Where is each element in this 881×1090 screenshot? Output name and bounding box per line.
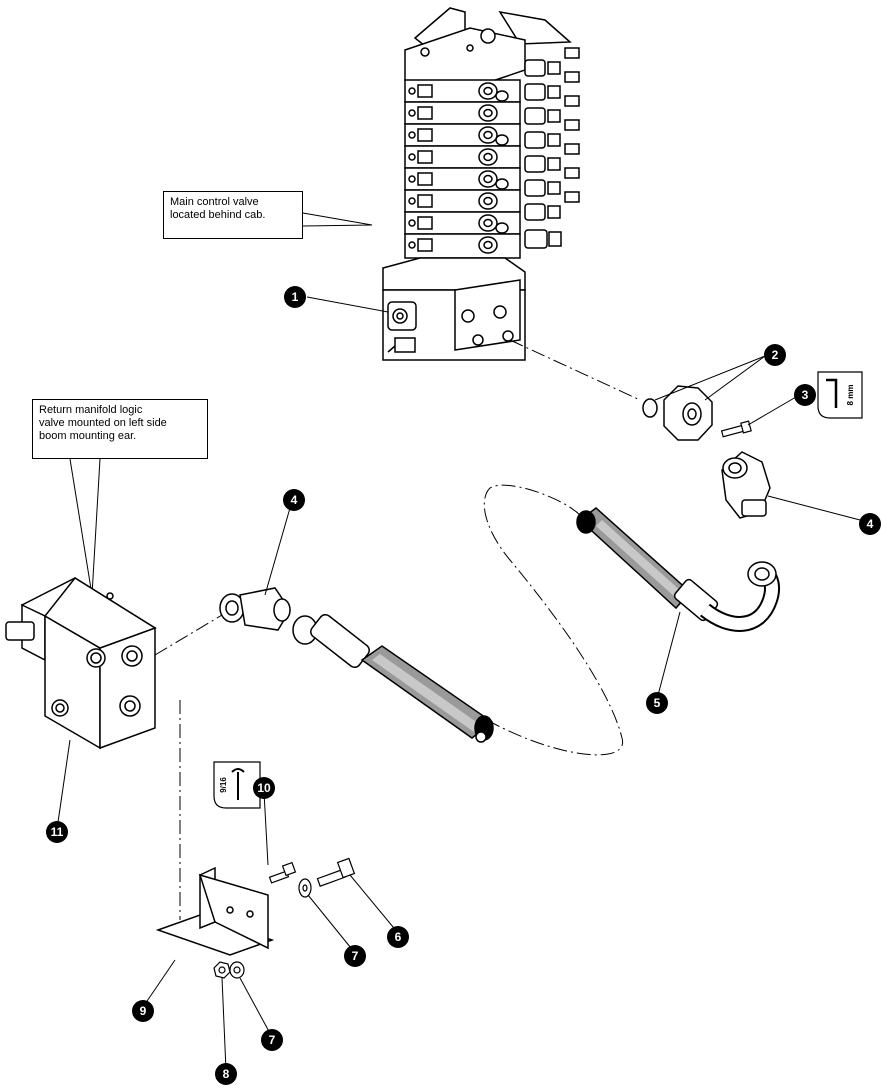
part-badge-1: 1: [284, 286, 306, 308]
hex-key-tool-tag: 8 mm: [817, 371, 863, 419]
bolt-6: [316, 857, 356, 887]
assembly-centrelines: [154, 339, 641, 920]
part-badge-6: 6: [387, 926, 409, 948]
wrench-tool-tag: 9/16: [213, 761, 261, 809]
callout-main-valve: Main control valve located behind cab.: [163, 191, 303, 239]
part-badge-7-lower: 7: [261, 1029, 283, 1051]
solenoids: [524, 47, 580, 249]
part-badge-3: 3: [794, 384, 816, 406]
part-badge-1-label: 1: [292, 290, 299, 304]
part-badge-4-upper-label: 4: [291, 493, 298, 507]
callout-main-valve-line-1: Main control valve: [170, 196, 259, 208]
part-badge-8-label: 8: [223, 1067, 230, 1081]
washer-7-lower: [229, 961, 245, 979]
bolt-10: [268, 861, 297, 884]
part-badge-10: 10: [253, 777, 275, 799]
callout-leaders: [69, 212, 373, 596]
part-badge-5: 5: [646, 692, 668, 714]
elbow-fitting-left: [219, 587, 291, 631]
o-ring-and-flange: [642, 385, 713, 441]
return-manifold-valve: [5, 577, 157, 750]
main-control-valve: [382, 7, 580, 361]
part-badge-7-upper: 7: [344, 945, 366, 967]
part-badge-4-lower-label: 4: [867, 517, 874, 531]
callout-return-manifold-line-2: valve mounted on left side: [39, 417, 167, 429]
part-number-leaders: [56, 296, 861, 1071]
part-badge-6-label: 6: [395, 930, 402, 944]
valve-ports: [478, 82, 509, 254]
hose-assembly-right: [576, 507, 780, 632]
part-badge-10-label: 10: [257, 781, 271, 795]
part-badge-2: 2: [764, 344, 786, 366]
part-badge-11: 11: [46, 821, 68, 843]
part-badge-5-label: 5: [654, 696, 661, 710]
cap-screw: [720, 420, 752, 438]
part-badge-4-upper: 4: [283, 489, 305, 511]
part-badge-8: 8: [215, 1063, 237, 1085]
nut-8: [213, 961, 231, 979]
part-badge-9: 9: [132, 1000, 154, 1022]
spool-ends: [408, 84, 433, 252]
part-badge-9-label: 9: [140, 1004, 147, 1018]
part-badge-3-label: 3: [802, 388, 809, 402]
callout-return-manifold-line-3: boom mounting ear.: [39, 430, 137, 442]
callout-return-manifold-line-1: Return manifold logic: [39, 404, 143, 416]
elbow-fitting-upper: [721, 451, 771, 519]
part-badge-2-label: 2: [772, 348, 779, 362]
mounting-bracket: [155, 866, 275, 956]
callout-return-manifold: Return manifold logic valve mounted on l…: [32, 399, 208, 459]
part-badge-7-lower-label: 7: [269, 1033, 276, 1047]
part-badge-4-lower: 4: [859, 513, 881, 535]
hose-assembly-left: [292, 613, 494, 743]
part-badge-7-upper-label: 7: [352, 949, 359, 963]
washer-7-upper: [298, 878, 312, 898]
part-badge-11-label: 11: [51, 825, 64, 839]
hex-key-size: 8 mm: [846, 385, 855, 406]
callout-main-valve-line-2: located behind cab.: [170, 209, 266, 221]
wrench-size: 9/16: [219, 777, 228, 793]
